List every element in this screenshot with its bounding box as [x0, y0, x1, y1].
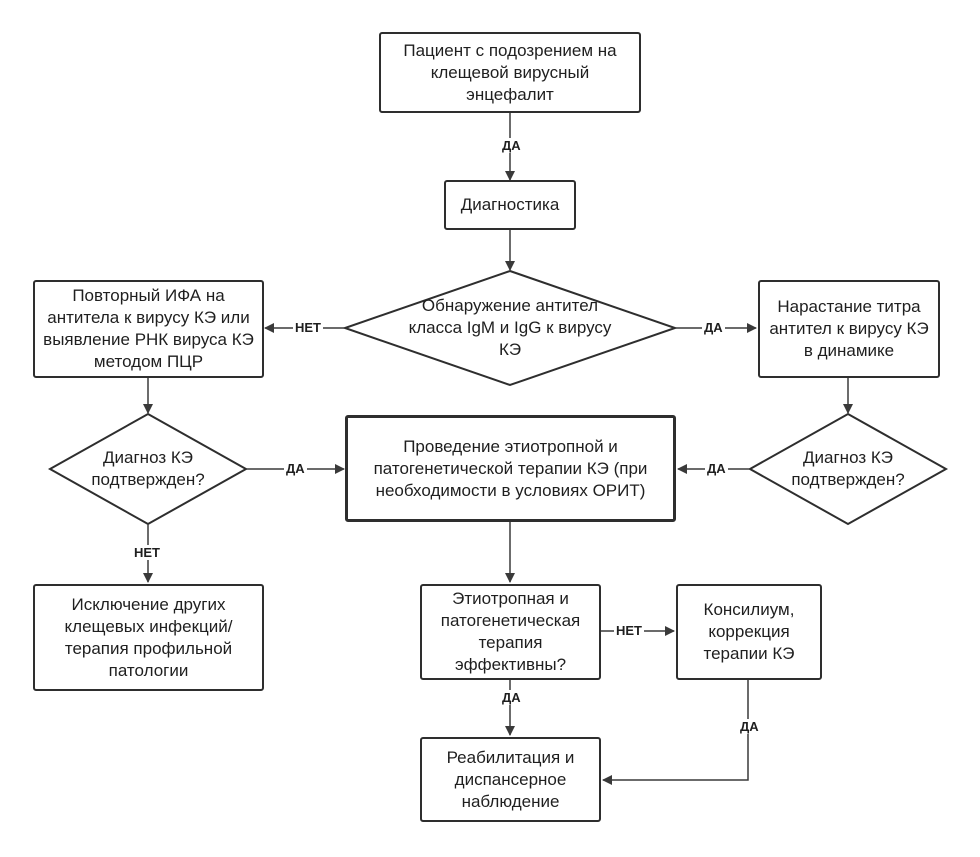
diag-right-diamond: [747, 412, 949, 526]
effective-node: Этиотропная и патогенетическая терапия э…: [420, 584, 601, 680]
label-no-diagleft: НЕТ: [132, 545, 162, 560]
antibodies-diamond: [341, 269, 679, 387]
patient-node: Пациент с подозрением на клещевой вирусн…: [379, 32, 641, 113]
label-yes-effective: ДА: [500, 690, 523, 705]
council-node: Консилиум, коррекция терапии КЭ: [676, 584, 822, 680]
label-yes-diagright: ДА: [705, 461, 728, 476]
label-yes-diagleft: ДА: [284, 461, 307, 476]
repeat-test-node: Повторный ИФА на антитела к вирусу КЭ ил…: [33, 280, 264, 378]
label-no-effective: НЕТ: [614, 623, 644, 638]
antibodies-node: Обнаружение антител класса IgM и IgG к в…: [408, 296, 612, 359]
diag-right-node: Диагноз КЭ подтвержден?: [791, 448, 905, 489]
edge-council-rehab: [602, 680, 749, 785]
rehab-node: Реабилитация и диспансерное наблюдение: [420, 737, 601, 822]
diag-left-node: Диагноз КЭ подтвержден?: [91, 448, 205, 489]
diagnostics-node: Диагностика: [444, 180, 576, 230]
label-no-antibodies: НЕТ: [293, 320, 323, 335]
label-yes-patient: ДА: [500, 138, 523, 153]
label-yes-council: ДА: [738, 719, 761, 734]
exclusion-node: Исключение других клещевых инфекций/тера…: [33, 584, 264, 691]
therapy-node: Проведение этиотропной и патогенетическо…: [345, 415, 676, 522]
label-yes-antibodies: ДА: [702, 320, 725, 335]
titer-growth-node: Нарастание титра антител к вирусу КЭ в д…: [758, 280, 940, 378]
